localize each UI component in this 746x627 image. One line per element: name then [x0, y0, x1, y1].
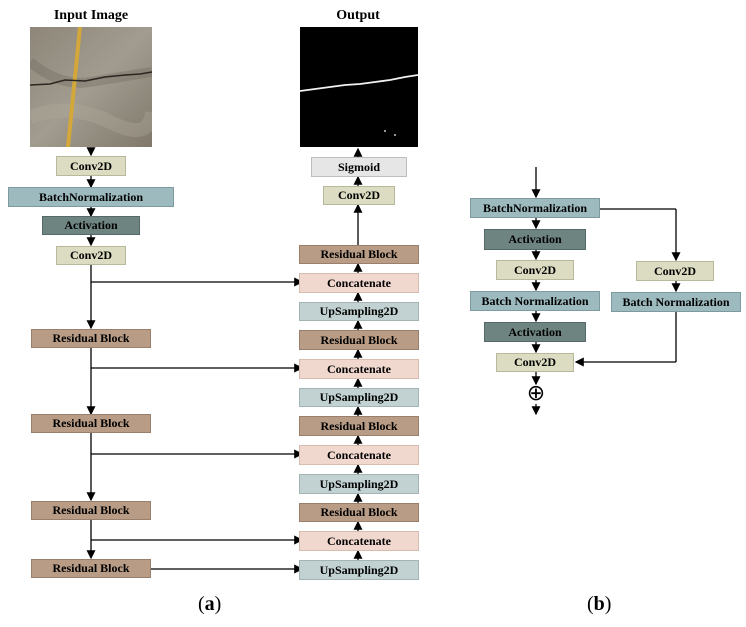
b-batchnormalization: BatchNormalization	[470, 198, 600, 218]
decoder-concatenate-3: Concatenate	[299, 445, 419, 465]
b-conv2d-final: Conv2D	[496, 353, 574, 372]
caption-b: (b)	[587, 593, 612, 615]
encoder-batchnormalization: BatchNormalization	[8, 187, 174, 207]
input-crack-image	[30, 27, 152, 147]
input-image-title: Input Image	[53, 8, 129, 23]
b-batch-normalization: Batch Normalization	[470, 291, 600, 311]
encoder-residual-block-3: Residual Block	[31, 501, 151, 520]
add-icon: ⊕	[526, 381, 546, 406]
b-activation-2: Activation	[484, 322, 586, 342]
caption-b-letter: b	[593, 593, 605, 615]
decoder-residual-block-2: Residual Block	[299, 330, 419, 350]
caption-a: (a)	[198, 593, 222, 615]
output-mask-image	[300, 27, 418, 147]
encoder-residual-block-4: Residual Block	[31, 559, 151, 578]
decoder-upsampling2d-4: UpSampling2D	[299, 560, 419, 580]
decoder-residual-block-3: Residual Block	[299, 416, 419, 436]
encoder-activation: Activation	[42, 216, 140, 235]
decoder-residual-block-4: Residual Block	[299, 503, 419, 522]
b-skip-conv2d: Conv2D	[636, 261, 714, 281]
caption-a-letter: a	[204, 593, 215, 615]
decoder-concatenate-4: Concatenate	[299, 531, 419, 551]
encoder-conv2d-2: Conv2D	[56, 246, 126, 265]
decoder-upsampling2d-1: UpSampling2D	[299, 302, 419, 321]
decoder-residual-block-1: Residual Block	[299, 245, 419, 264]
encoder-residual-block-1: Residual Block	[31, 329, 151, 348]
output-title: Output	[336, 8, 380, 23]
b-skip-batch-normalization: Batch Normalization	[611, 292, 741, 312]
decoder-conv2d: Conv2D	[323, 186, 395, 205]
decoder-sigmoid: Sigmoid	[311, 157, 407, 177]
decoder-upsampling2d-3: UpSampling2D	[299, 474, 419, 494]
decoder-concatenate-1: Concatenate	[299, 273, 419, 293]
encoder-residual-block-2: Residual Block	[31, 414, 151, 433]
encoder-conv2d-1: Conv2D	[56, 156, 126, 176]
decoder-concatenate-2: Concatenate	[299, 359, 419, 379]
decoder-upsampling2d-2: UpSampling2D	[299, 388, 419, 407]
b-activation-1: Activation	[484, 229, 586, 250]
b-conv2d-1: Conv2D	[496, 260, 574, 280]
